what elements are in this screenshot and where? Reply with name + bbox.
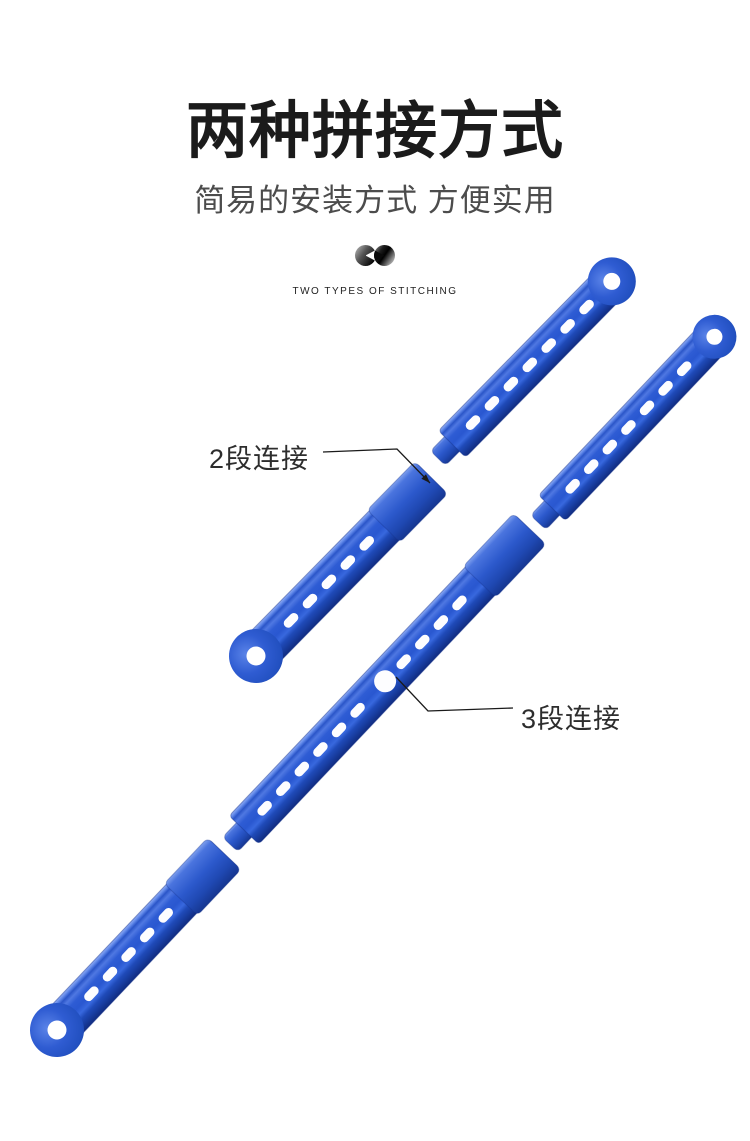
rod-slot-hole [415,634,430,650]
rod-slot-hole [579,299,594,315]
rod-paddle-hole [706,328,723,345]
annotation-leader-lines [322,448,514,712]
rod-slot-hole [452,595,467,611]
rod-slot-hole [294,761,310,777]
rod-slot-hole [350,702,365,718]
rod-slot-hole [522,357,538,373]
rod-paddle-hole [603,272,621,290]
rod-slot-hole [359,535,375,551]
three-segment-label: 3段连接 [521,704,622,734]
rod-slot-hole [257,800,272,816]
infinity-right-circle [374,245,395,266]
rod-paddle-hole [47,1020,67,1040]
rod-slot-hole [541,338,557,353]
rod-slot-hole [302,593,318,609]
rod-slot-hole [583,459,599,475]
rod-slot-hole [639,400,655,416]
subtitle: 简易的安装方式 方便实用 [194,183,556,218]
rod-slot-hole [275,781,291,797]
infinity-dark-wedge [374,250,385,262]
rod-segment [432,257,636,465]
rod-slot-hole [560,318,575,334]
page-title: 两种拼接方式 [185,97,564,166]
rod-slot-hole [331,722,347,738]
rod-slot-hole [658,380,673,396]
rod-slot-hole [313,742,328,757]
rod-slot-hole [321,574,337,590]
rod-segments-group [30,257,737,1057]
rod-slot-hole [84,986,99,1002]
rod-segment [532,314,737,529]
rod-slot-hole [139,927,155,943]
infinity-left-circle [355,245,376,266]
rod-slot-hole [433,615,449,630]
rod-slot-hole [465,415,481,430]
rod-segment [224,515,545,851]
rod-slot-hole [283,612,299,628]
leader-arrowhead-2-segment [421,474,430,483]
rod-slot-hole [565,478,580,494]
leader-line-3-segment [395,676,514,712]
infinity-logo-icon [355,245,395,266]
leader-line-2-segment [322,448,431,484]
rod-slot-hole [503,376,519,392]
tagline-en: TWO TYPES OF STITCHING [292,286,458,297]
rod-segment [30,839,240,1057]
rod-slot-hole [102,966,118,982]
rod-slot-hole [340,555,356,570]
rod-slot-hole [158,907,174,923]
rod-paddle-hole [246,646,266,666]
rod-segment [229,463,447,683]
rod-center-hole [374,670,397,693]
rod-slot-hole [121,947,136,962]
two-segment-label: 2段连接 [209,444,310,474]
infinity-white-wedge [365,249,376,262]
rod-slot-hole [602,439,618,455]
rod-slot-hole [484,395,500,411]
rod-slot-hole [621,420,636,435]
rod-slot-hole [396,654,411,670]
rod-slot-hole [676,361,692,377]
